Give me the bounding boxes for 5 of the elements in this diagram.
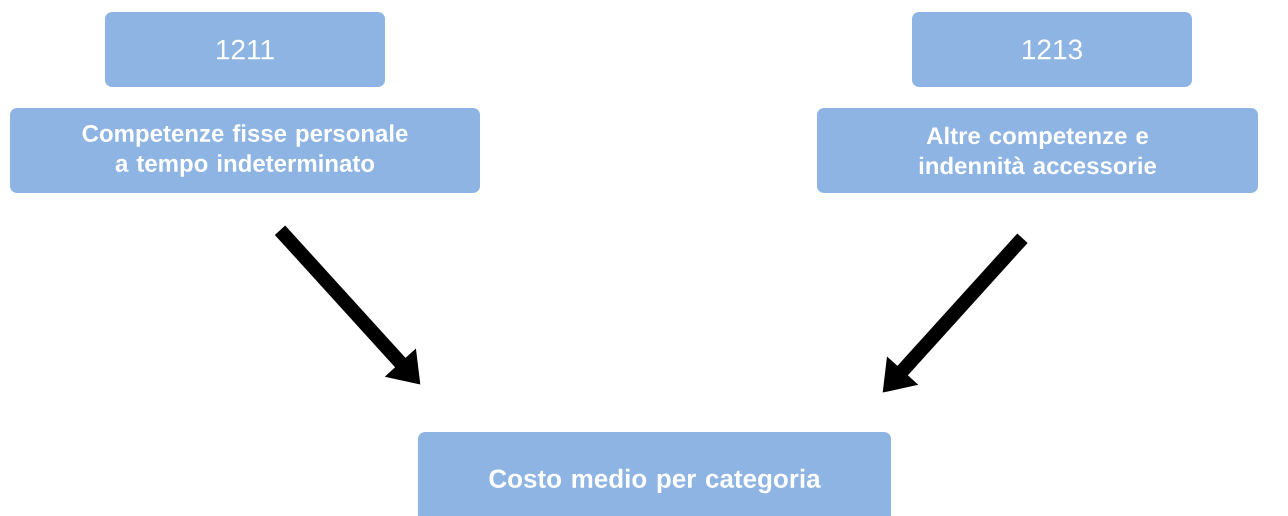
label-box: Altre competenze e indennità accessorie xyxy=(817,108,1258,193)
label-box: 1211 xyxy=(105,12,385,87)
label-box: 1213 xyxy=(912,12,1192,87)
label-box: Costo medio per categoria xyxy=(418,432,891,516)
label-box: Competenze fisse personale a tempo indeterminato xyxy=(10,108,480,193)
